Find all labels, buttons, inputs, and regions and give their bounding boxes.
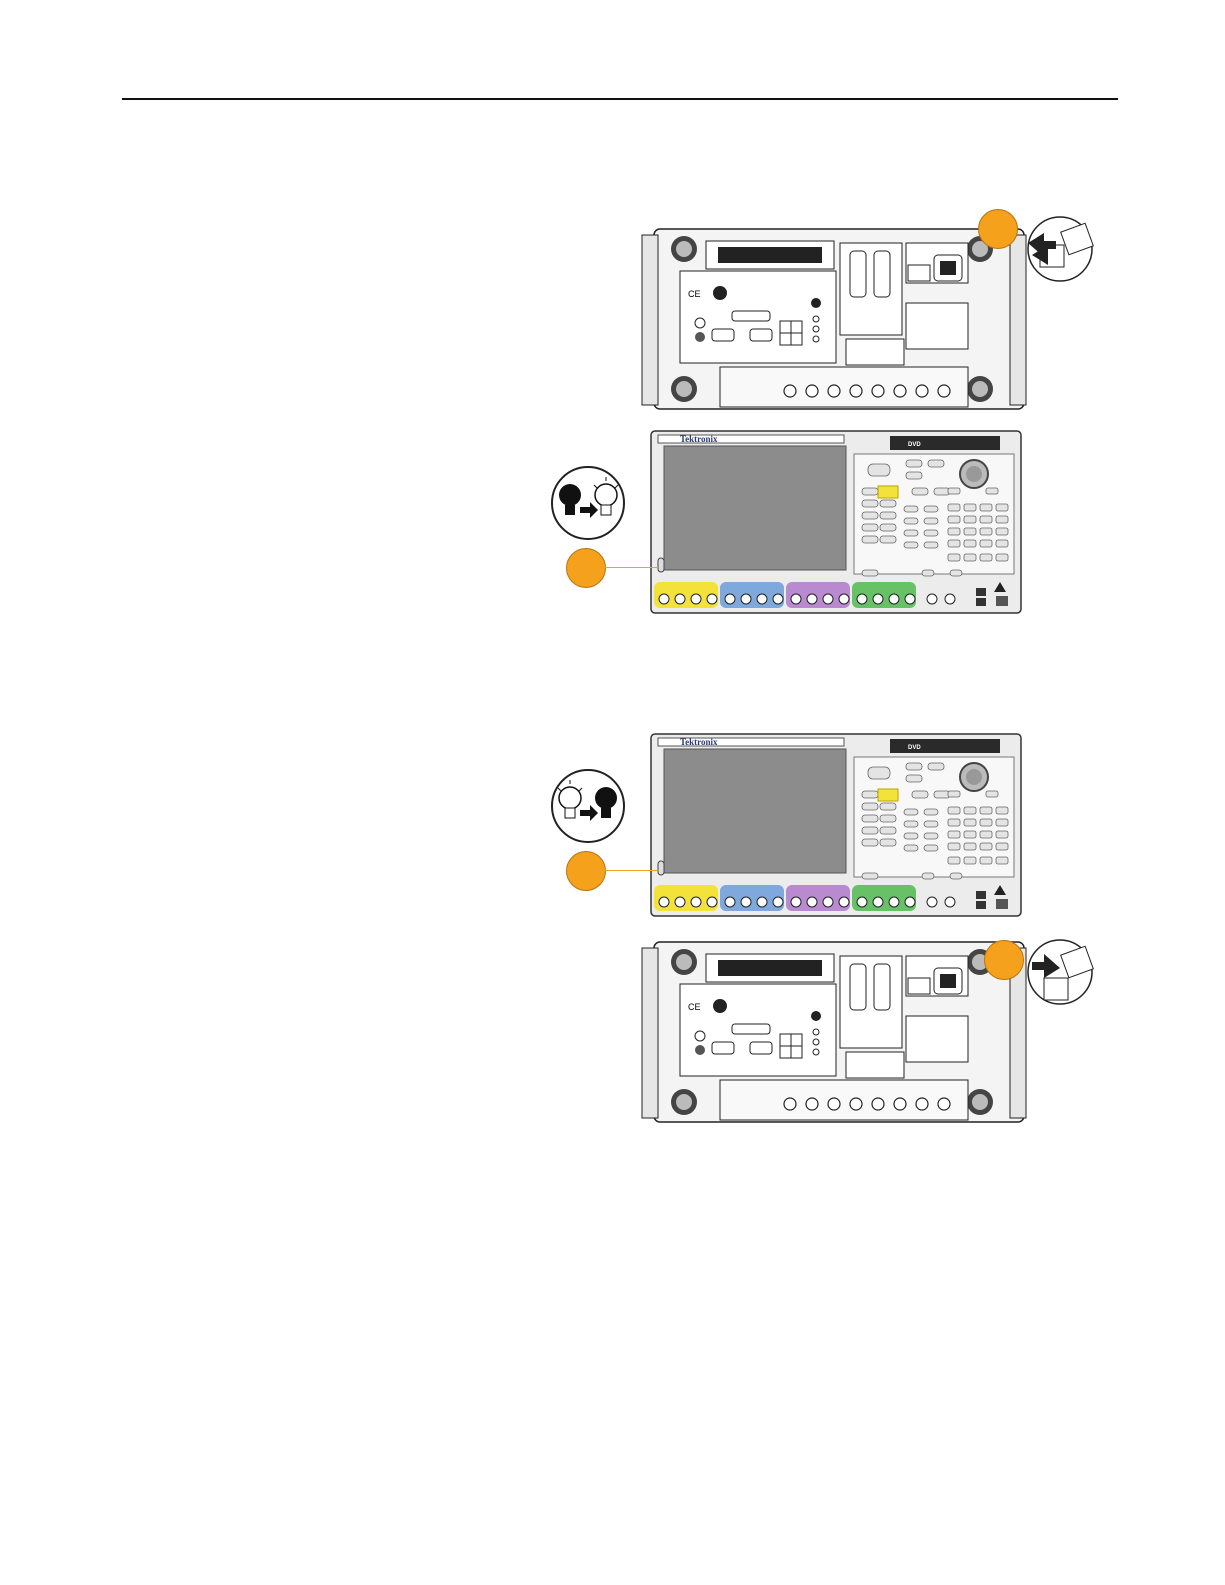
rear-panel-bottom bbox=[640, 928, 1100, 1128]
power-cord-icon bbox=[1028, 217, 1093, 281]
step2-callout-power bbox=[984, 940, 1024, 980]
front-panel-top: Tektronix DVD bbox=[650, 430, 1022, 616]
brand-label: Tektronix bbox=[680, 737, 718, 747]
power-cord-icon bbox=[1028, 940, 1093, 1004]
bulb-on-to-off-badge bbox=[550, 768, 626, 844]
step2-callout-power-button bbox=[566, 851, 606, 891]
bulb-off-to-on-badge bbox=[550, 465, 626, 541]
step1-callout-power-button bbox=[566, 548, 606, 588]
header-rule bbox=[122, 98, 1118, 100]
brand-label: Tektronix bbox=[680, 434, 718, 444]
drive-label: DVD bbox=[908, 745, 921, 751]
step1-callout-leader bbox=[604, 567, 658, 568]
step1-callout-power bbox=[978, 209, 1018, 249]
front-panel-bottom: Tektronix DVD bbox=[650, 733, 1022, 919]
step2-callout-leader bbox=[604, 870, 658, 871]
drive-label: DVD bbox=[908, 442, 921, 448]
rear-panel-top: CE bbox=[640, 215, 1100, 415]
